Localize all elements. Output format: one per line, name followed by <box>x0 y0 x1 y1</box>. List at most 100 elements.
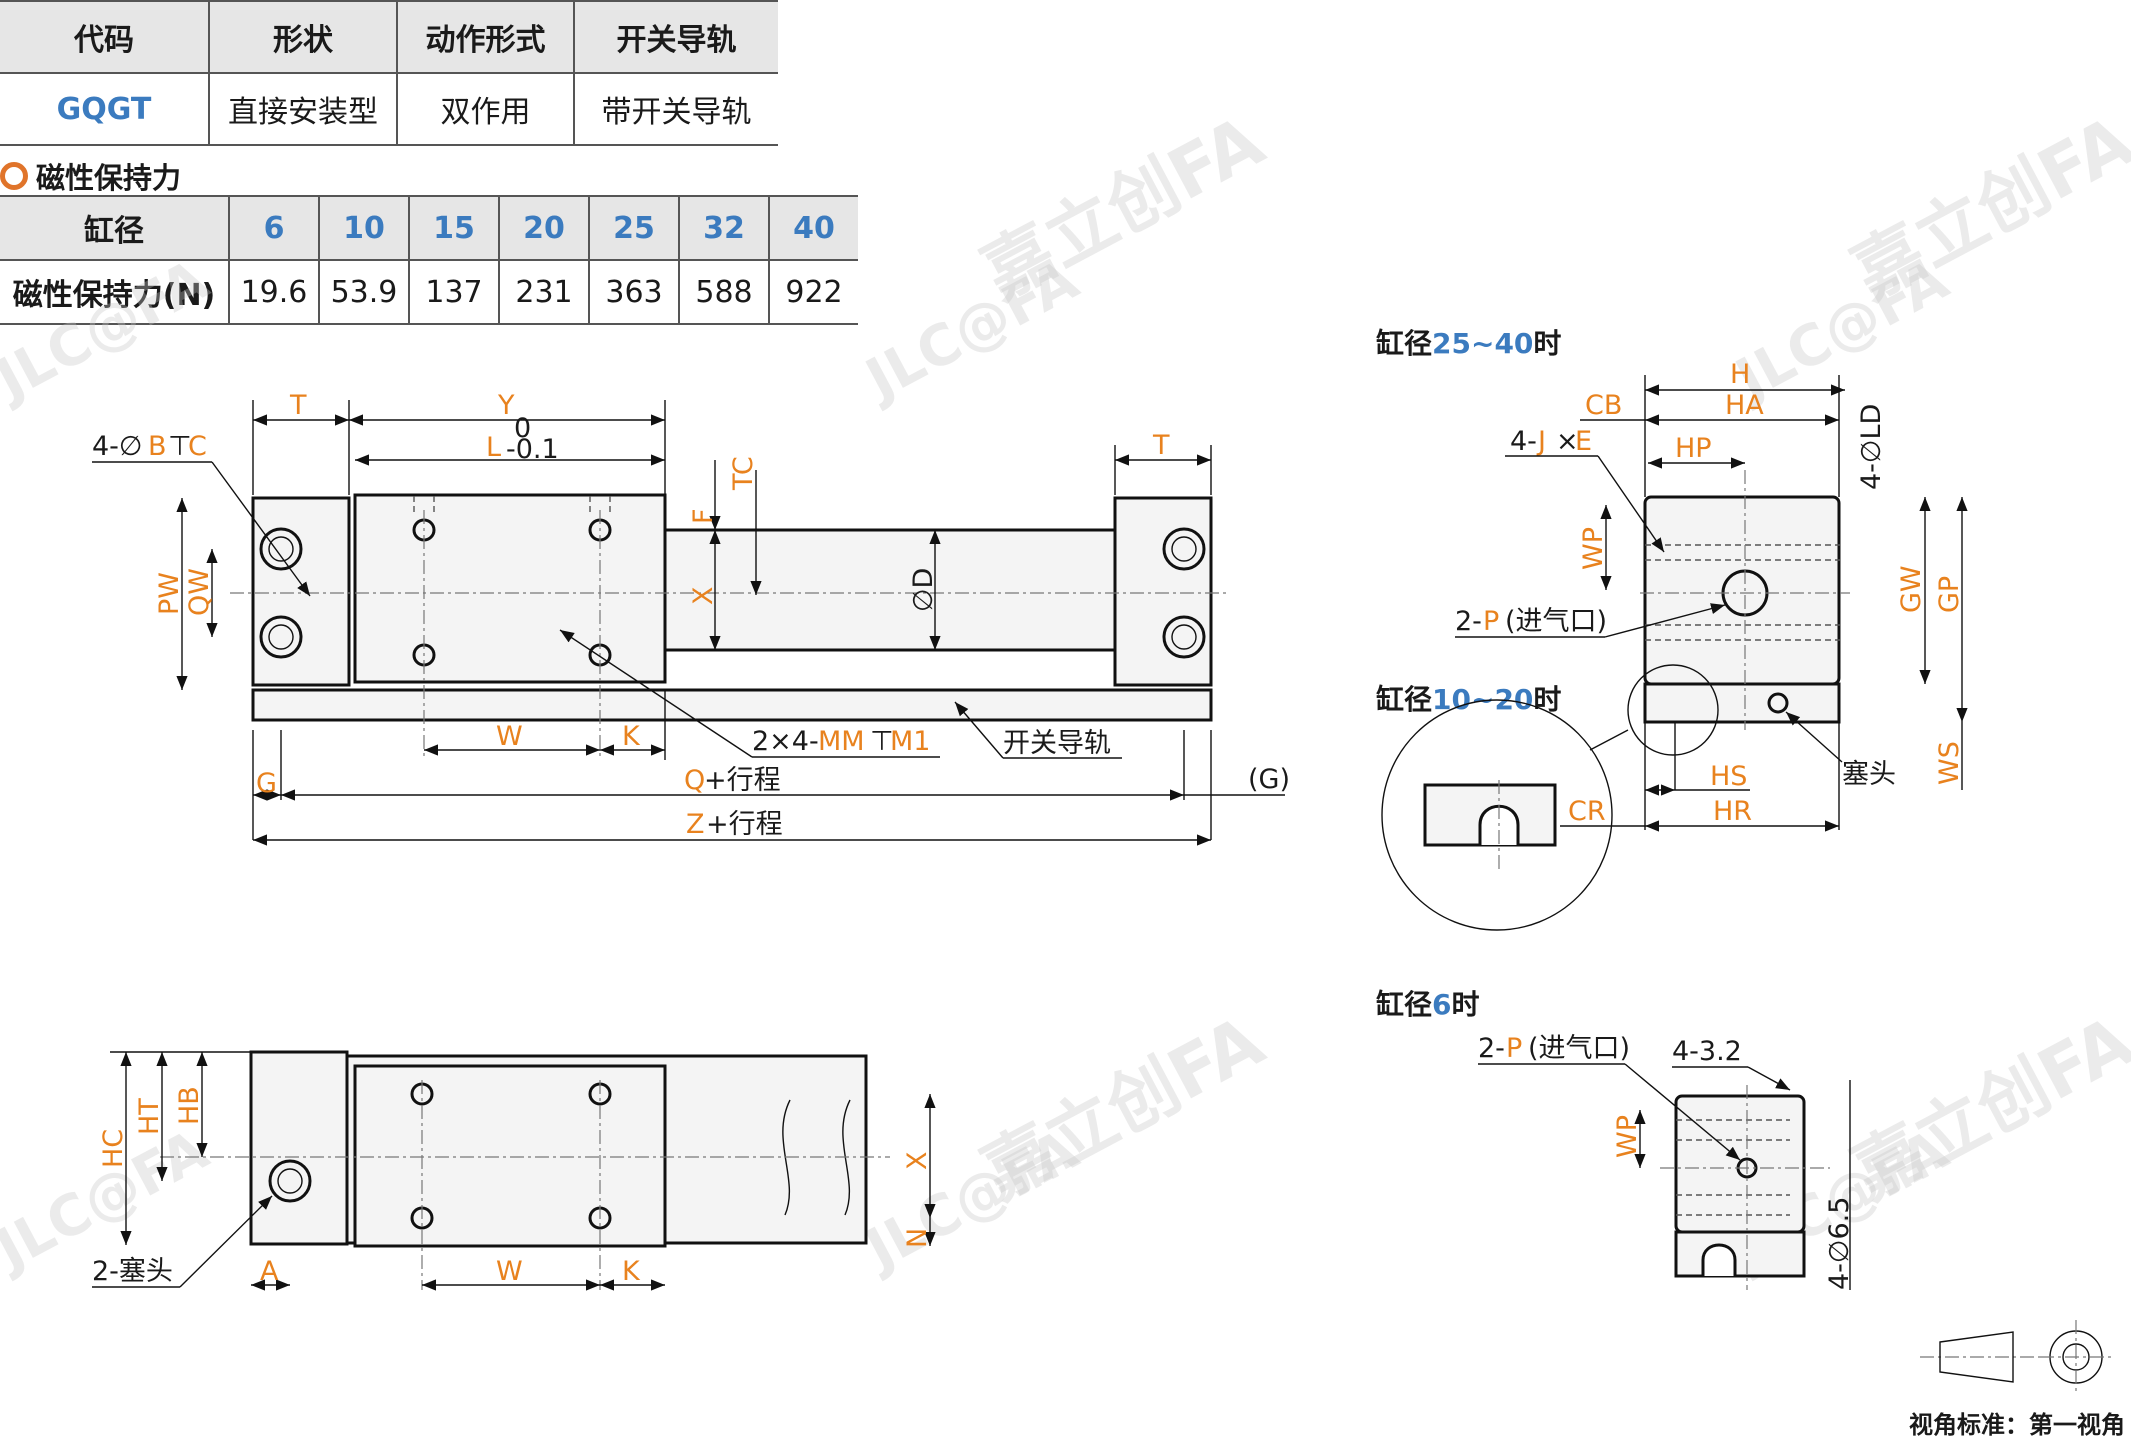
svg-text:TC: TC <box>728 456 759 491</box>
svg-text:Z: Z <box>686 809 705 840</box>
svg-text:HS: HS <box>1710 761 1747 792</box>
force-cell: 363 <box>588 259 680 325</box>
svg-text:K: K <box>622 721 641 752</box>
col-shape: 形状 <box>208 0 398 74</box>
force-cell: 922 <box>768 259 858 325</box>
cell-action: 双作用 <box>396 72 575 146</box>
bottom-view: HC HT HB X N W K A 2-塞头 <box>92 1050 936 1291</box>
svg-text:+行程: +行程 <box>706 809 783 840</box>
side-view-bore-6: 2- P (进气口) 4-3.2 WP 4-∅6.5 <box>1478 1033 1855 1290</box>
svg-text:2-塞头: 2-塞头 <box>92 1256 173 1287</box>
caption-bore-25-40: 缸径25~40时 <box>1376 327 1562 360</box>
col-rail: 开关导轨 <box>573 0 778 74</box>
svg-text:WS: WS <box>1934 741 1965 785</box>
svg-text:J: J <box>1536 426 1546 457</box>
svg-text:4-∅: 4-∅ <box>92 431 142 462</box>
col-action: 动作形式 <box>396 0 575 74</box>
projection-standard: 视角标准：第一视角 <box>1909 1411 2125 1439</box>
projection-symbol-icon <box>1920 1320 2112 1394</box>
slide-table <box>353 493 667 684</box>
svg-text:GW: GW <box>1896 565 1927 613</box>
side-view-bore-25-40: H HA CB HP 4-∅LD 4- J × E WP GW GP WS 2-… <box>1381 359 1968 931</box>
right-end-block <box>1113 496 1213 687</box>
svg-text:CB: CB <box>1585 390 1622 421</box>
magnet-force-table: 缸径 6 10 15 20 25 32 40 磁性保持力(N) 19.6 53.… <box>0 195 858 325</box>
svg-text:JLC@FA: JLC@FA <box>0 247 219 414</box>
bore-cell: 10 <box>318 195 410 261</box>
svg-text:4-∅6.5: 4-∅6.5 <box>1824 1197 1855 1290</box>
bore-header: 缸径 <box>0 195 230 261</box>
cell-code: GQGT <box>0 72 210 146</box>
svg-text:M1: M1 <box>890 726 930 757</box>
bore-cell: 6 <box>228 195 320 261</box>
bore-cell: 25 <box>588 195 680 261</box>
cell-rail: 带开关导轨 <box>573 72 778 146</box>
caption-bore-6: 缸径6时 <box>1376 988 1480 1021</box>
switch-rail <box>251 688 1213 722</box>
svg-text:Q: Q <box>684 765 705 796</box>
svg-text:HR: HR <box>1713 796 1752 827</box>
svg-text:HA: HA <box>1725 390 1764 421</box>
svg-text:A: A <box>260 1256 279 1287</box>
svg-text:X: X <box>902 1152 933 1171</box>
svg-text:⊤: ⊤ <box>870 726 894 757</box>
svg-text:2×4-: 2×4- <box>752 726 819 757</box>
cylinder-rod-body <box>663 528 1117 652</box>
detail-circle <box>1381 699 1613 931</box>
svg-text:W: W <box>496 721 523 752</box>
svg-text:F: F <box>688 508 719 524</box>
svg-text:JLC@FA: JLC@FA <box>853 247 1090 414</box>
svg-text:H: H <box>1730 359 1750 390</box>
svg-text:HP: HP <box>1675 433 1712 464</box>
svg-text:⊤: ⊤ <box>168 431 192 462</box>
bore-cell: 20 <box>498 195 590 261</box>
svg-text:HC: HC <box>98 1129 129 1168</box>
svg-text:C: C <box>188 431 207 462</box>
svg-text:4-: 4- <box>1510 426 1537 457</box>
magnet-section-title: 磁性保持力 <box>0 155 181 197</box>
cell-shape: 直接安装型 <box>208 72 398 146</box>
bore6-base <box>1674 1230 1806 1278</box>
svg-text:MM: MM <box>818 726 865 757</box>
end-block <box>249 1050 349 1246</box>
side-rail <box>1643 682 1841 724</box>
svg-text:+行程: +行程 <box>704 765 781 796</box>
svg-text:L: L <box>486 432 501 463</box>
col-code: 代码 <box>0 0 210 74</box>
svg-text:T: T <box>1152 430 1170 461</box>
svg-text:CR: CR <box>1568 796 1606 827</box>
svg-text:QW: QW <box>184 568 215 616</box>
svg-text:塞头: 塞头 <box>1842 759 1896 790</box>
bore-cell: 32 <box>678 195 770 261</box>
svg-text:W: W <box>496 1256 523 1287</box>
force-cell: 588 <box>678 259 770 325</box>
force-cell: 19.6 <box>228 259 320 325</box>
svg-text:2-: 2- <box>1478 1033 1505 1064</box>
svg-text:∅D: ∅D <box>908 568 939 612</box>
svg-text:WP: WP <box>1578 527 1609 570</box>
svg-text:P: P <box>1483 606 1499 637</box>
bore-cell: 15 <box>408 195 500 261</box>
force-header: 磁性保持力(N) <box>0 259 230 325</box>
ring-bullet-icon <box>0 162 28 190</box>
bore-cell: 40 <box>768 195 858 261</box>
svg-text:B: B <box>148 431 167 462</box>
side-body <box>1643 495 1841 686</box>
svg-text:N: N <box>902 1228 933 1248</box>
force-cell: 231 <box>498 259 590 325</box>
svg-text:-0.1: -0.1 <box>506 434 559 465</box>
svg-text:WP: WP <box>1612 1115 1643 1158</box>
svg-text:Y: Y <box>497 390 515 421</box>
svg-text:GP: GP <box>1934 576 1965 613</box>
svg-text:HB: HB <box>174 1086 205 1125</box>
left-end-block <box>251 496 351 687</box>
svg-text:×: × <box>1556 426 1579 457</box>
svg-text:K: K <box>622 1256 641 1287</box>
svg-text:PW: PW <box>154 572 185 615</box>
svg-text:0: 0 <box>514 413 531 444</box>
svg-text:P: P <box>1506 1033 1522 1064</box>
svg-text:2-: 2- <box>1455 606 1482 637</box>
front-view: T Y L 0 -0.1 T 4-∅ B ⊤ C PW QW F TC X ∅D… <box>92 390 1290 846</box>
svg-text:HT: HT <box>134 1098 165 1135</box>
